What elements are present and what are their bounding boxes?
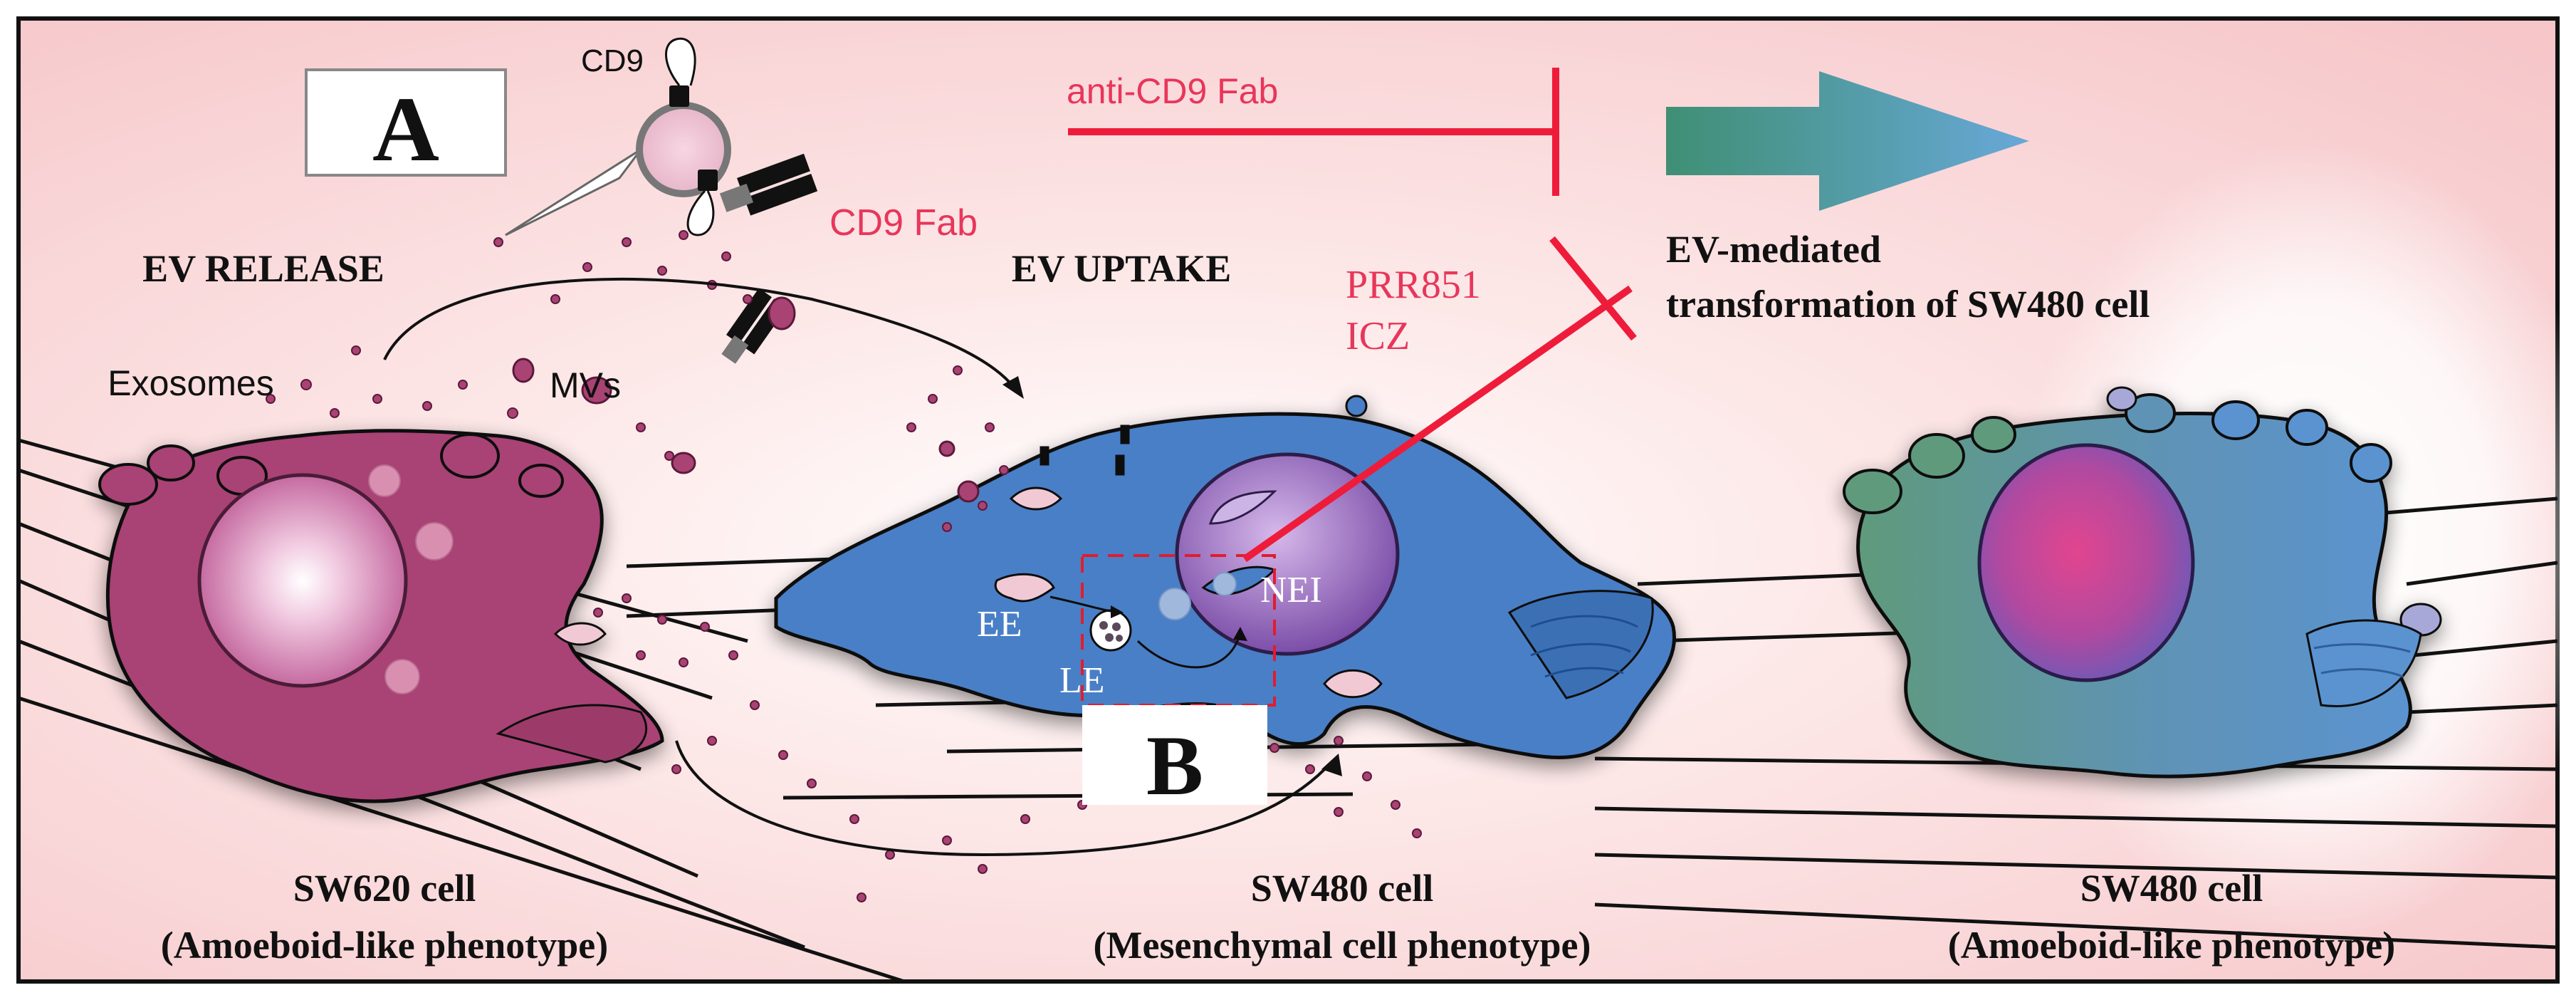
cell1-name: SW620 cell bbox=[293, 867, 476, 910]
microvesicles bbox=[512, 296, 980, 503]
ev-transfer-arrows bbox=[383, 277, 1333, 857]
inhibitor-icz-label: ICZ bbox=[1346, 314, 1410, 358]
uptake-arrowhead bbox=[1002, 376, 1024, 399]
extracellular-vesicles bbox=[266, 230, 1422, 902]
panel-label-b: B bbox=[1146, 718, 1203, 813]
nei-label: NEI bbox=[1260, 570, 1322, 610]
cell2-name: SW480 cell bbox=[1251, 867, 1433, 910]
cell3-name: SW480 cell bbox=[2080, 867, 2263, 910]
cd9-fab-label: CD9 Fab bbox=[829, 202, 978, 244]
ev-release-label: EV RELEASE bbox=[142, 247, 384, 290]
panel-b-box bbox=[1082, 705, 1267, 805]
anti-cd9-fab-label: anti-CD9 Fab bbox=[1067, 71, 1278, 111]
diagram-labels: A B CD9 CD9 Fab anti-CD9 Fab EV RELEASE … bbox=[108, 43, 2395, 967]
cell3-phenotype: (Amoeboid-like phenotype) bbox=[1948, 924, 2396, 967]
ev-mediated-line1: EV-mediated bbox=[1666, 228, 1881, 271]
cd9-label: CD9 bbox=[581, 43, 644, 78]
le-label: LE bbox=[1059, 660, 1105, 701]
cell2-phenotype: (Mesenchymal cell phenotype) bbox=[1094, 924, 1591, 967]
ev-uptake-label: EV UPTAKE bbox=[1012, 247, 1232, 290]
sw620-cell bbox=[98, 429, 664, 803]
release-arrowhead bbox=[1321, 754, 1342, 776]
sw480-amoeboid-cell bbox=[1843, 386, 2442, 778]
panel-a-box bbox=[305, 68, 507, 177]
panel-label-a: A bbox=[372, 78, 439, 181]
cell1-phenotype: (Amoeboid-like phenotype) bbox=[161, 924, 609, 967]
cd9-vesicle-illustration bbox=[505, 37, 818, 236]
mvs-label: MVs bbox=[550, 365, 621, 405]
transformation-arrow bbox=[1666, 71, 2029, 211]
exosomes-label: Exosomes bbox=[108, 363, 273, 403]
inhibition-markers bbox=[1068, 68, 1637, 563]
ev-mediated-line2: transformation of SW480 cell bbox=[1666, 283, 2150, 325]
inhibitor-prr851-label: PRR851 bbox=[1346, 263, 1481, 307]
sw480-mesenchymal-cell bbox=[774, 395, 1676, 759]
ee-label: EE bbox=[977, 604, 1022, 645]
